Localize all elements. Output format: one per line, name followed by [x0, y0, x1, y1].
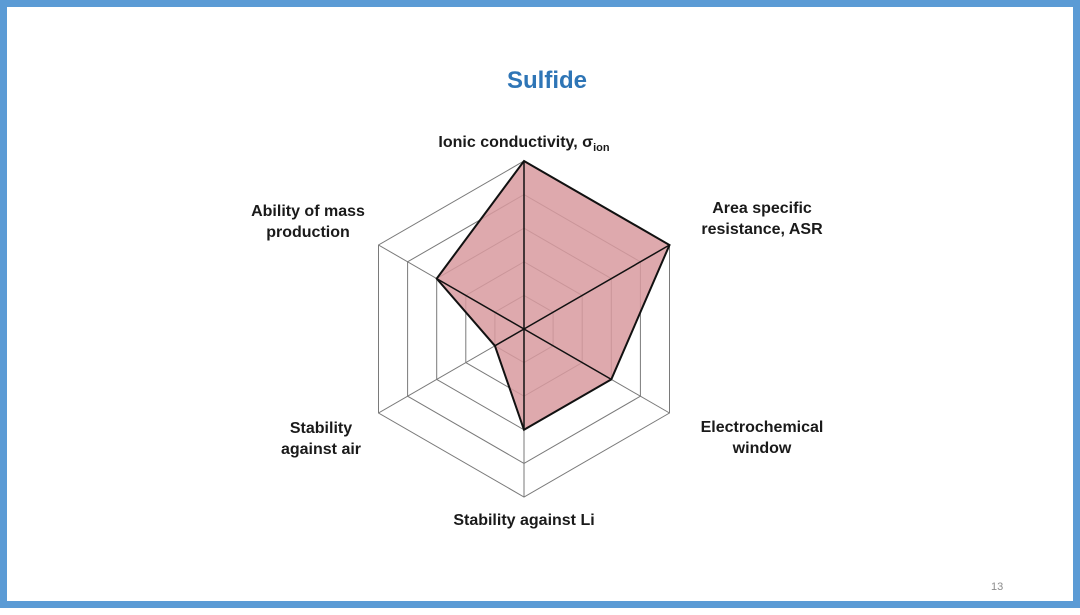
slide-title: Sulfide — [506, 67, 587, 94]
series-area-0 — [435, 159, 671, 432]
axis-label-2-line-0: Electrochemical — [701, 419, 824, 436]
series-spoke-5 — [436, 277, 525, 330]
axis-label-5-line-0: Ability of mass — [251, 203, 365, 220]
series-spoke-1 — [523, 244, 670, 330]
axis-label-3-line-0: Stability against Li — [453, 512, 594, 529]
axis-label-0-line-0: Ionic conductivity, σion — [438, 134, 609, 154]
series-spoke-4 — [494, 328, 525, 347]
axis-label-5-line-1: production — [266, 224, 350, 241]
page-number: 13 — [991, 581, 1004, 593]
radar-series — [435, 159, 671, 432]
axis-label-4-line-1: against air — [281, 441, 361, 458]
axis-label-1-line-1: resistance, ASR — [701, 221, 823, 238]
axis-label-2-line-1: window — [732, 440, 792, 457]
axis-label-1-line-0: Area specific — [712, 200, 812, 217]
series-spoke-2 — [523, 328, 612, 381]
axis-label-4-line-0: Stability — [290, 420, 352, 437]
